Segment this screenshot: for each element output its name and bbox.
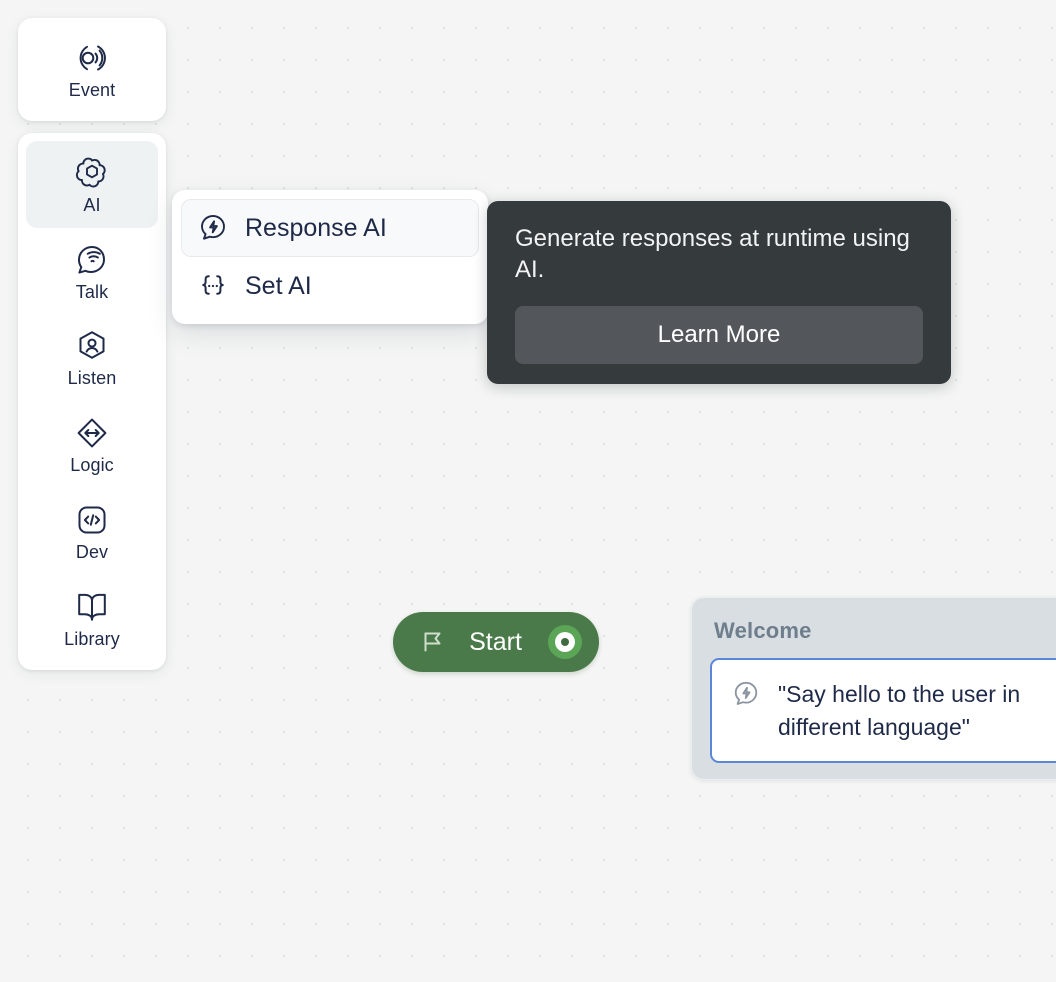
sidebar-item-label: Library: [64, 628, 120, 649]
welcome-card-step[interactable]: "Say hello to the user in different lang…: [710, 658, 1056, 764]
menu-item-response-ai[interactable]: Response AI: [181, 199, 479, 257]
curly-dots-icon: [198, 271, 228, 301]
ai-block-menu: Response AI Set AI: [172, 190, 488, 324]
broadcast-icon: [74, 40, 110, 76]
port-ring: [555, 632, 575, 652]
sidebar-item-logic[interactable]: Logic: [26, 401, 158, 488]
arrows-diamond-icon: [74, 415, 110, 451]
sidebar-item-library[interactable]: Library: [26, 575, 158, 662]
menu-item-label: Set AI: [245, 271, 312, 300]
sidebar-item-label: Event: [68, 80, 116, 100]
sidebar-group-primary: Event: [18, 18, 166, 121]
learn-more-button[interactable]: Learn More: [515, 305, 923, 364]
sidebar-item-label: Dev: [75, 541, 109, 562]
speech-wave-icon: [74, 242, 110, 278]
sidebar-item-label: Logic: [70, 455, 114, 476]
flag-icon: [419, 629, 445, 655]
start-node[interactable]: Start: [393, 612, 599, 672]
sidebar-item-event[interactable]: Event: [26, 26, 158, 113]
start-node-label: Start: [469, 627, 522, 656]
menu-item-set-ai[interactable]: Set AI: [181, 257, 479, 315]
sidebar-item-label: AI: [83, 194, 101, 215]
sidebar-item-label: Talk: [75, 281, 109, 302]
menu-item-label: Response AI: [245, 213, 387, 242]
info-tooltip: Generate responses at runtime using AI. …: [487, 201, 951, 384]
block-palette-sidebar: Event AI: [18, 18, 166, 670]
sidebar-item-label: Listen: [67, 368, 117, 389]
welcome-card-step-text: "Say hello to the user in different lang…: [778, 681, 1027, 740]
start-node-output-port[interactable]: [548, 625, 582, 659]
ai-knot-icon: [74, 155, 110, 191]
sidebar-group-blocks: AI Talk Listen: [18, 132, 166, 670]
open-book-icon: [74, 589, 110, 625]
welcome-card-title: Welcome: [714, 618, 812, 643]
port-dot: [561, 638, 569, 646]
bolt-bubble-icon: [732, 680, 760, 708]
sidebar-item-listen[interactable]: Listen: [26, 314, 158, 401]
bolt-bubble-icon: [198, 213, 228, 243]
welcome-node-card[interactable]: Welcome "Say hello to the user in differ…: [691, 597, 1056, 781]
sidebar-item-ai[interactable]: AI: [26, 140, 158, 228]
code-brackets-icon: [74, 502, 110, 538]
person-hex-icon: [74, 328, 110, 364]
sidebar-item-dev[interactable]: Dev: [26, 488, 158, 575]
tooltip-text: Generate responses at runtime using AI.: [515, 225, 910, 284]
sidebar-item-talk[interactable]: Talk: [26, 228, 158, 315]
